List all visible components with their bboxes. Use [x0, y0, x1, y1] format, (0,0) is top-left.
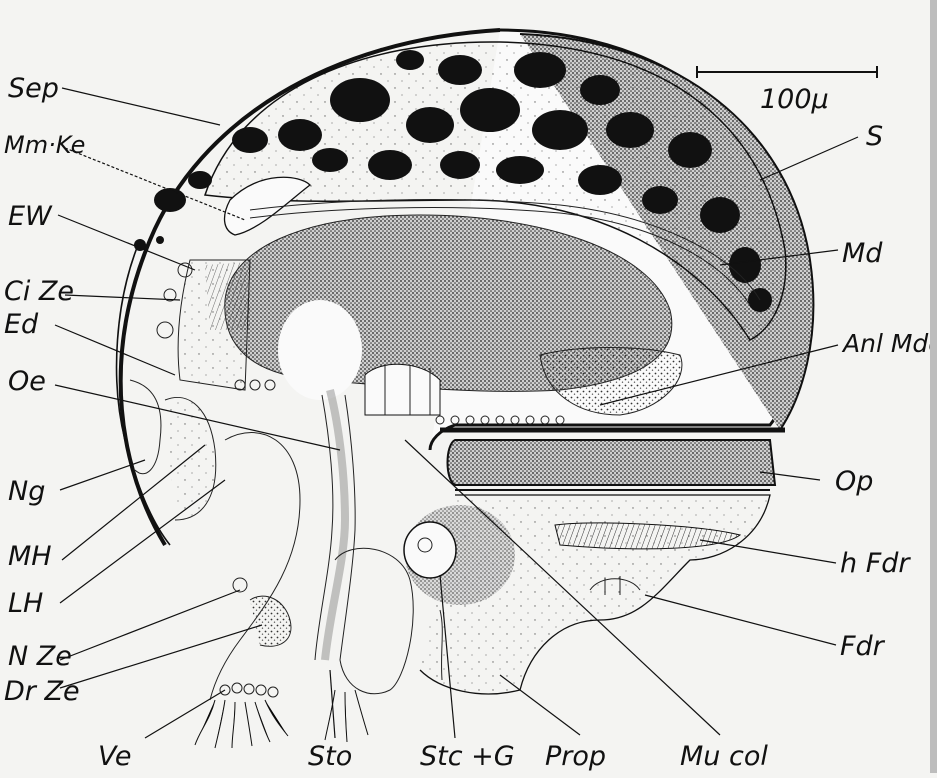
label-mu-col: Mu col: [680, 741, 768, 772]
label-sep: Sep: [8, 73, 59, 104]
label-ew: EW: [8, 201, 53, 232]
label-ci-ze: Ci Ze: [4, 276, 74, 307]
label-ve: Ve: [98, 741, 132, 772]
velum: [195, 433, 413, 749]
esophagus: [235, 380, 355, 660]
page-edge: [930, 0, 937, 773]
scale-bar-label: 100μ: [760, 84, 829, 115]
label-mm-ke: Mm·Ke: [4, 131, 85, 159]
label-fdr: Fdr: [840, 631, 886, 662]
label-op: Op: [835, 466, 873, 497]
label-md: Md: [842, 238, 883, 269]
label-n-ze: N Ze: [8, 641, 72, 672]
label-ng: Ng: [8, 476, 45, 507]
operculum: [440, 430, 785, 490]
label-stc-g: Stc +G: [420, 741, 515, 772]
velar-region: [117, 240, 250, 545]
label-prop: Prop: [545, 741, 606, 772]
label-sto: Sto: [308, 741, 352, 772]
label-s: S: [866, 121, 883, 152]
label-mh: MH: [8, 541, 52, 572]
label-lh: LH: [8, 588, 43, 619]
label-oe: Oe: [8, 366, 46, 397]
label-ed: Ed: [4, 309, 39, 340]
label-h-fdr: h Fdr: [840, 548, 911, 579]
label-dr-ze: Dr Ze: [4, 676, 80, 707]
label-anl-mddr: Anl Mddr: [841, 329, 937, 358]
